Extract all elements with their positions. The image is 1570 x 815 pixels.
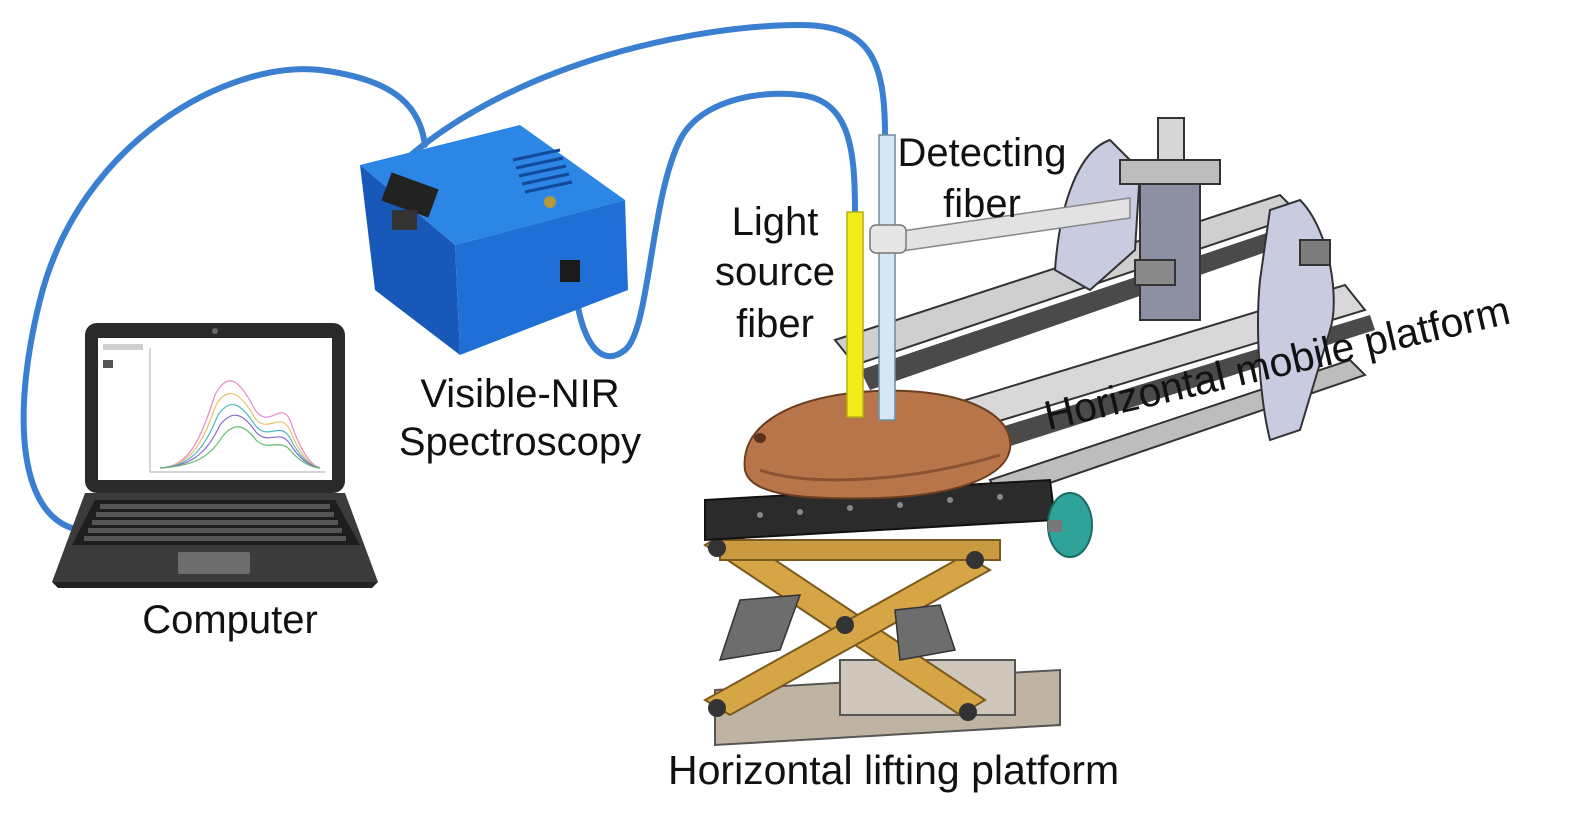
detecting-label-line1: Detecting [897, 131, 1067, 175]
spectroscopy-label-line1: Visible-NIR [420, 372, 620, 416]
light-source-label-line1: Light [731, 200, 819, 244]
spectrometer-device [360, 125, 628, 355]
lifting-platform-label: Horizontal lifting platform [668, 747, 1120, 793]
light-source-label-line2: source [714, 250, 836, 294]
laptop-screen-spectra [149, 348, 325, 473]
cable-spectrometer-to-detecting-fiber [402, 21, 888, 163]
cable-spectrometer-to-light-source [572, 90, 858, 360]
fiber-cables [20, 21, 888, 533]
spectroscopy-label-line2: Spectroscopy [398, 420, 642, 464]
computer-label: Computer [142, 598, 318, 642]
horizontal-rail-platform [833, 117, 1375, 502]
light-source-label-line3: fiber [736, 302, 814, 346]
laptop-keyboard [84, 504, 346, 541]
light-source-fiber [846, 211, 864, 418]
laptop-icon [52, 323, 378, 588]
detecting-fiber [869, 134, 907, 421]
lift-knob [1047, 492, 1093, 558]
scissor-lift-platform [703, 478, 1093, 747]
detecting-label-line2: fiber [943, 182, 1021, 226]
potato-sample [743, 389, 1012, 500]
cable-computer-to-spectrometer [20, 66, 428, 533]
